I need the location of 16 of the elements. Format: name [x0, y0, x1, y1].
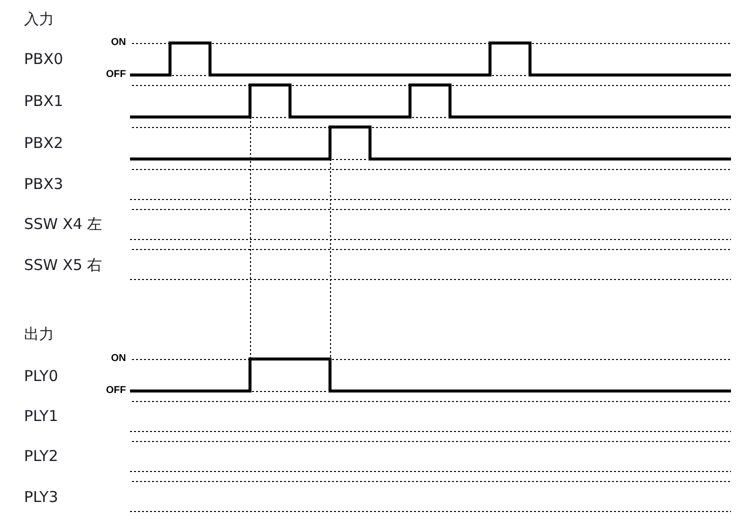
section-heading: 出力	[24, 325, 54, 343]
signal-name: PBX3	[24, 175, 64, 193]
signal-name: SSW X4 左	[24, 215, 102, 233]
level-label: ON	[111, 37, 126, 49]
signal-name: PLY3	[24, 488, 58, 506]
signal-name: PLY0	[24, 367, 58, 385]
level-label: OFF	[106, 385, 126, 397]
level-label: OFF	[106, 69, 126, 81]
section-heading: 入力	[24, 10, 54, 28]
signal-name: SSW X5 右	[24, 256, 102, 274]
signal-name: PBX1	[24, 92, 64, 110]
signal-name: PLY1	[24, 407, 58, 425]
level-label: ON	[111, 353, 126, 365]
signal-name: PBX2	[24, 134, 64, 152]
signal-name: PLY2	[24, 447, 58, 465]
signal-name: PBX0	[24, 50, 64, 68]
